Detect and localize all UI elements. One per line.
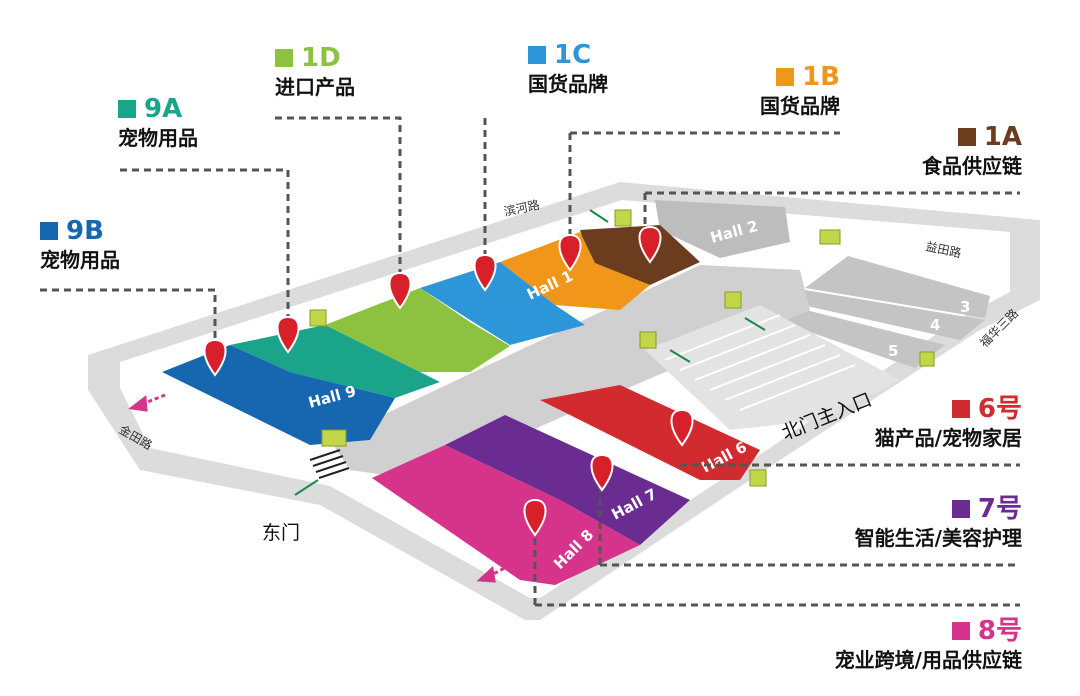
legend-8-category: 宠业跨境/用品供应链 <box>834 648 1022 672</box>
hall-5-block <box>745 303 945 368</box>
legend-1a-swatch <box>957 128 976 146</box>
legend-1d-swatch <box>275 49 293 67</box>
north-plaza <box>645 305 900 430</box>
legend-9b: 9B 宠物用品 <box>40 218 120 270</box>
east-gate-stairs <box>309 449 350 479</box>
zone-9b <box>162 345 395 445</box>
zone-6 <box>540 385 760 480</box>
legend-9a-swatch <box>118 100 136 118</box>
pin-7-icon <box>590 453 614 492</box>
pin-1c-icon <box>473 253 497 292</box>
pin-9a-icon <box>276 315 300 354</box>
legend-9a-category: 宠物用品 <box>118 126 198 150</box>
north-stairs <box>664 314 856 411</box>
leader-lines <box>40 116 1020 607</box>
legend-9a-code: 9A <box>144 94 183 124</box>
east-gate-label: 东门 <box>262 522 301 544</box>
legend-1c-code: 1C <box>554 40 592 70</box>
pin-6-icon <box>670 408 694 447</box>
zone-1c <box>420 262 585 345</box>
road-binhe: 滨河路 <box>503 197 541 219</box>
hall-4-block <box>780 290 985 340</box>
legend-1a: 1A 食品供应链 <box>922 124 1022 176</box>
legend-7-code: 7号 <box>977 494 1022 524</box>
legend-7-swatch <box>951 500 970 518</box>
hall-5-label: 5 <box>888 342 898 360</box>
legend-1c-category: 国货品牌 <box>528 72 608 96</box>
legend-9b-swatch <box>40 222 58 240</box>
pins <box>203 225 694 537</box>
legend-9b-category: 宠物用品 <box>40 248 120 272</box>
legend-6-swatch <box>951 400 970 418</box>
legend-8-swatch <box>951 622 970 640</box>
entrance-markers <box>309 209 935 487</box>
legend-1d: 1D 进口产品 <box>275 45 355 97</box>
legend-1c: 1C 国货品牌 <box>528 42 608 94</box>
legend-9a: 9A 宠物用品 <box>118 96 198 148</box>
legend-1a-code: 1A <box>983 122 1022 152</box>
legend-6-category: 猫产品/宠物家居 <box>874 426 1022 450</box>
gate-arrows <box>294 209 766 496</box>
legend-9b-code: 9B <box>66 216 104 246</box>
legend-1b: 1B 国货品牌 <box>760 64 840 116</box>
legend-7: 7号 智能生活/美容护理 <box>855 496 1022 548</box>
zone-7 <box>445 415 690 545</box>
legend-8-code: 8号 <box>977 616 1022 646</box>
legend-1b-category: 国货品牌 <box>760 94 840 118</box>
zone-1a <box>580 225 700 285</box>
zone-1b <box>500 232 650 310</box>
pin-8-icon <box>523 498 547 537</box>
legend-6: 6号 猫产品/宠物家居 <box>875 396 1022 448</box>
legend-7-category: 智能生活/美容护理 <box>854 526 1022 550</box>
hall-4-label: 4 <box>930 316 940 334</box>
pin-9b-icon <box>203 338 227 377</box>
legend-1d-category: 进口产品 <box>275 75 355 99</box>
legend-1a-category: 食品供应链 <box>922 154 1022 178</box>
road-yitian: 益田路 <box>924 238 962 260</box>
legend-1b-swatch <box>776 68 795 86</box>
zone-8 <box>372 445 640 585</box>
legend-1d-code: 1D <box>301 43 341 73</box>
hall-3-label: 3 <box>960 298 970 316</box>
hall-3-block <box>805 256 990 318</box>
legend-1c-swatch <box>528 46 546 64</box>
zone-1d <box>325 288 510 372</box>
legend-1b-code: 1B <box>802 62 840 92</box>
hall-2-block <box>655 200 790 258</box>
pin-1d-icon <box>388 271 412 310</box>
exit-arrows <box>128 393 511 583</box>
legend-6-code: 6号 <box>977 394 1022 424</box>
pin-1b-icon <box>558 233 582 272</box>
legend-8: 8号 宠业跨境/用品供应链 <box>835 618 1022 670</box>
concourse <box>330 265 810 480</box>
pin-1a-icon <box>638 225 662 264</box>
